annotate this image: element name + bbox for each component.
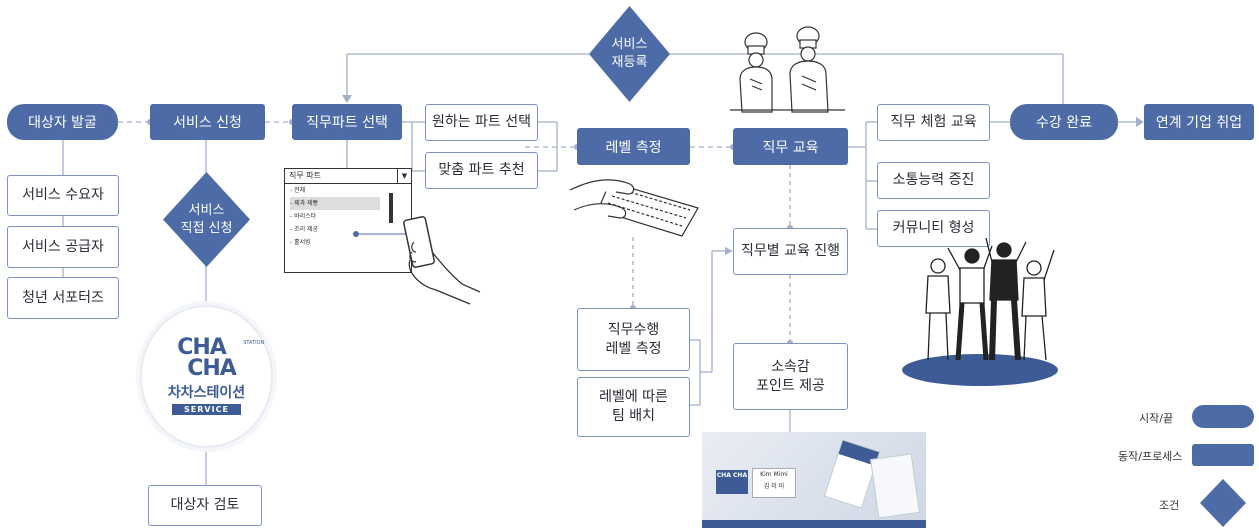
legend-label-process: 동작/프로세스 [1118, 450, 1183, 463]
node-target-discovery: 대상자 발굴 [7, 104, 118, 140]
node-team-by-level: 레벨에 따른 팀 배치 [577, 377, 690, 437]
dropdown-sketch-item: - 전체 [290, 187, 306, 194]
legend-label-start-end: 시작/끝 [1139, 412, 1174, 425]
node-level-measure: 레벨 측정 [577, 128, 690, 165]
node-label: 청년 서포터즈 [22, 289, 104, 306]
logo-service-badge: SERVICE [172, 404, 241, 415]
node-label: 직무별 교육 진행 [740, 243, 841, 260]
node-job-education: 직무 교육 [733, 128, 848, 165]
dropdown-sketch-item: - 조리 제공 [290, 226, 319, 233]
node-custom-part-recommend: 맞춤 파트 추천 [425, 152, 538, 189]
legend-swatch-start-end [1192, 405, 1254, 428]
dropdown-sketch-item: - 바리스타 [290, 213, 317, 220]
phone-hand-icon [353, 216, 481, 305]
dropdown-sketch: 직무 파트 ▼ - 전체 - 제과 제빵 - 바리스타 - 조리 제공 - 홀서… [284, 168, 412, 273]
node-label: 대상자 발굴 [28, 115, 97, 131]
node-job-edu-progress: 직무별 교육 진행 [733, 228, 848, 275]
dropdown-sketch-header: 직무 파트 ▼ [285, 169, 411, 184]
logo-text-line1: CHA [177, 335, 227, 360]
scrollbar-sketch [389, 193, 393, 223]
node-label: 대상자 검토 [170, 497, 240, 514]
node-label: 서비스 신청 [173, 115, 242, 131]
id-card-photo: CHA CHA Kim Mimi 김 미 미 [702, 432, 926, 528]
node-course-complete: 수강 완료 [1010, 104, 1118, 140]
legend-label-condition: 조건 [1159, 499, 1180, 512]
node-label: 직무 교육 [762, 139, 819, 156]
node-service-demander: 서비스 수요자 [7, 175, 119, 216]
node-label: 서비스 재등록 [611, 37, 648, 70]
node-community-forming: 커뮤니티 형성 [877, 210, 990, 247]
node-partner-employment: 연계 기업 취업 [1144, 104, 1254, 140]
node-job-level-measure: 직무수행 레벨 측정 [577, 308, 690, 371]
node-label: 서비스 직접 신청 [180, 202, 233, 236]
node-label: 서비스 수요자 [22, 187, 104, 204]
chevron-down-icon: ▼ [397, 169, 411, 183]
card-name: Kim Mimi 김 미 미 [752, 468, 796, 498]
node-belonging-points: 소속감 포인트 제공 [733, 343, 848, 410]
node-label: 소통능력 증진 [892, 172, 975, 189]
logo-text-line2: CHA [187, 356, 237, 381]
node-communication-boost: 소통능력 증진 [877, 162, 990, 199]
node-service-direct-apply: 서비스 직접 신청 [163, 172, 250, 267]
dropdown-sketch-item: - 제과 제빵 [290, 197, 380, 210]
dropdown-sketch-title: 직무 파트 [289, 171, 321, 180]
node-label: 연계 기업 취업 [1155, 115, 1243, 131]
node-youth-supporters: 청년 서포터즈 [7, 277, 119, 319]
node-label: 레벨 측정 [605, 139, 662, 156]
node-job-part-select: 직무파트 선택 [292, 104, 402, 140]
node-target-review: 대상자 검토 [148, 485, 262, 526]
node-label: 직무수행 레벨 측정 [605, 321, 662, 357]
community-people-illustration [902, 237, 1058, 386]
logo-korean: 차차스테이션 [167, 385, 246, 401]
diamond-shape [589, 6, 670, 102]
chefs-illustration [730, 26, 845, 113]
node-service-reregister: 서비스 재등록 [589, 6, 670, 102]
node-label: 직무파트 선택 [306, 115, 388, 131]
legend-swatch-condition [1200, 479, 1246, 527]
node-service-provider: 서비스 공급자 [7, 226, 119, 268]
node-desired-part-select: 원하는 파트 선택 [425, 104, 538, 141]
legend-swatch-process [1192, 444, 1254, 466]
node-label: 레벨에 따른 팀 배치 [599, 389, 668, 424]
node-label: 원하는 파트 선택 [431, 114, 532, 131]
dropdown-sketch-list: - 전체 - 제과 제빵 - 바리스타 - 조리 제공 - 홀서빙 [285, 184, 411, 249]
logo-station: STATION [243, 340, 265, 346]
node-label: 직무 체험 교육 [890, 114, 977, 131]
node-label: 커뮤니티 형성 [892, 220, 975, 237]
node-label: 수강 완료 [1036, 115, 1092, 131]
node-service-apply: 서비스 신청 [150, 104, 265, 140]
photo-band [702, 520, 926, 528]
chacha-logo: CHA CHA STATION 차차스테이션 SERVICE [140, 305, 273, 448]
node-job-experience-edu: 직무 체험 교육 [877, 104, 990, 141]
node-label: 맞춤 파트 추천 [438, 162, 525, 179]
dropdown-sketch-item: - 홀서빙 [290, 239, 311, 246]
node-label: 서비스 공급자 [22, 238, 104, 255]
card-lanyard-2 [870, 453, 920, 519]
diamond-shape [163, 172, 250, 267]
keyboard-icon [570, 179, 699, 237]
node-label: 소속감 포인트 제공 [756, 358, 825, 394]
card-brand: CHA CHA [716, 470, 748, 494]
